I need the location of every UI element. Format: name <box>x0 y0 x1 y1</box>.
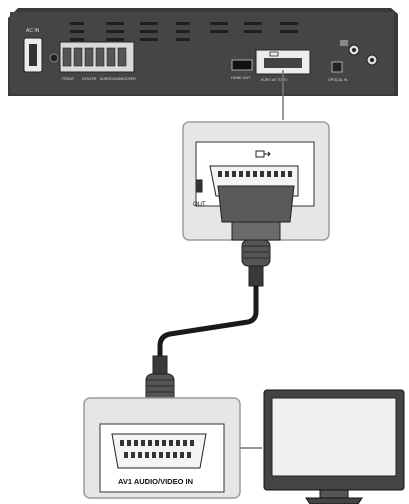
scart-port-label: EURO AV TO TV <box>261 78 288 82</box>
tv-scart-socket <box>111 433 207 469</box>
speaker-label-surround: SURROUND <box>100 77 121 81</box>
out-label: OUT <box>193 202 206 208</box>
cable-wire <box>157 286 259 356</box>
ac-in-socket: AC IN <box>23 28 43 73</box>
optical-in-label: OPTICAL IN <box>328 78 348 82</box>
zoom-panel-tv: AV1 AUDIO/VIDEO IN <box>83 397 241 499</box>
tv-set <box>263 389 405 504</box>
scart-symbol-icon <box>255 150 271 158</box>
speaker-label-center: CENTER <box>82 77 97 81</box>
av1-input-label: AV1 AUDIO/VIDEO IN <box>118 477 193 486</box>
scart-plug-top <box>217 185 295 223</box>
speaker-terminals: FRONT CENTER SURROUND WOOFER <box>49 41 136 81</box>
speaker-label-woofer: WOOFER <box>120 77 136 81</box>
speaker-label-front: FRONT <box>62 77 75 81</box>
hdmi-out-port: HDMI OUT <box>231 59 253 80</box>
optical-antenna-ports: OPTICAL IN <box>328 40 378 82</box>
hdmi-out-label: HDMI OUT <box>231 75 251 80</box>
zoom-panel-player: OUT <box>182 121 330 241</box>
vent-slots <box>70 22 298 41</box>
player-rear-panel: AC IN FRONT CENTER SURROUND WOOFER <box>8 8 398 96</box>
ac-in-label: AC IN <box>26 28 40 34</box>
